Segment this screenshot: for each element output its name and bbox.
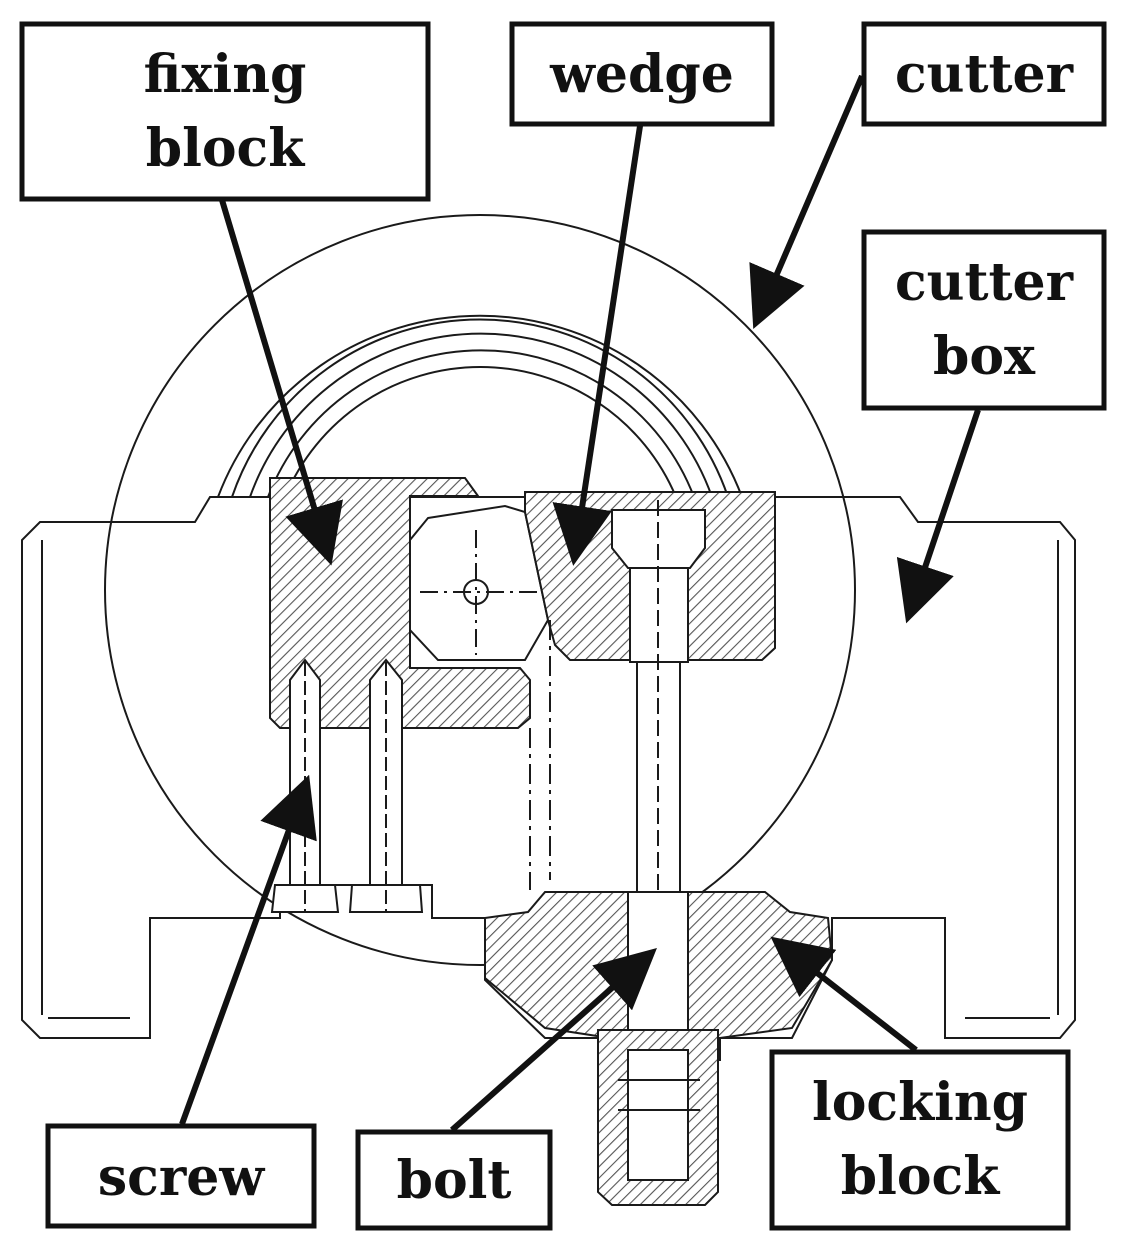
leader-arrow	[552, 125, 643, 566]
label-block: block	[841, 1146, 1000, 1207]
callout-bolt: bolt	[355, 948, 657, 1231]
label-locking: locking	[812, 1072, 1028, 1133]
callout-box	[19, 21, 431, 202]
callout-box	[861, 229, 1107, 411]
leader-arrow	[219, 199, 343, 566]
callout-box	[509, 21, 775, 127]
label-block: block	[146, 118, 305, 179]
mechanical-drawing	[21, 214, 1076, 1206]
callout-box	[769, 1049, 1071, 1231]
label-box: box	[933, 326, 1036, 387]
callout-cutter-box: cutter box	[861, 229, 1107, 624]
callout-screw: screw	[45, 774, 317, 1229]
label-wedge: wedge	[549, 44, 734, 105]
label-bolt: bolt	[397, 1150, 512, 1211]
cutter-circle	[104, 214, 856, 966]
leader-arrow	[770, 936, 918, 1053]
leader-arrow	[179, 774, 317, 1126]
callout-box	[861, 21, 1107, 127]
callout-box	[45, 1123, 317, 1229]
leader-arrow	[896, 409, 981, 624]
cutter-arcs	[217, 314, 743, 498]
callouts: fixing block wedge cutter cutter box scr…	[19, 21, 1107, 1231]
cutter-box-inner-edge	[41, 540, 1059, 1019]
label-fixing: fixing	[144, 44, 307, 105]
callout-cutter: cutter	[749, 21, 1107, 330]
callout-locking-block: locking block	[769, 936, 1071, 1231]
label-cutter: cutter	[895, 44, 1074, 105]
cutter-box-outline	[21, 496, 1076, 1061]
cutter-insert	[409, 504, 550, 661]
callout-fixing-block: fixing block	[19, 21, 431, 566]
label-screw: screw	[98, 1147, 265, 1208]
label-cutter: cutter	[895, 252, 1074, 313]
leader-arrow	[450, 948, 657, 1133]
callout-box	[355, 1129, 553, 1231]
callout-wedge: wedge	[509, 21, 775, 566]
leader-arrow	[749, 74, 865, 330]
